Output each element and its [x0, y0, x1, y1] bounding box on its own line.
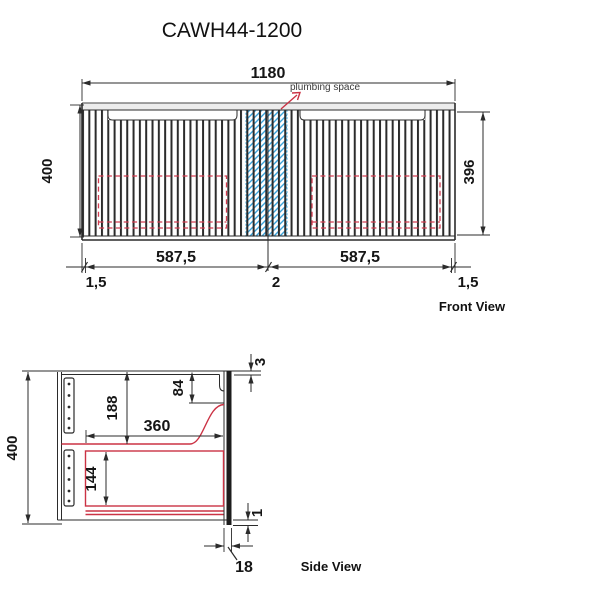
drawer-slide-rail-upper	[63, 377, 75, 434]
page-title: CAWH44-1200	[162, 19, 302, 42]
front-view-label: Front View	[439, 299, 506, 314]
dimension-3: 3	[234, 354, 269, 392]
dim-188-label: 188	[104, 395, 121, 420]
dimension-144: 144	[83, 452, 109, 505]
front-view-drawing: plumbing space 1180 400 396	[39, 65, 506, 314]
flutes-left-edge	[82, 110, 108, 236]
upper-drawer-profile-red	[61, 403, 225, 445]
side-view-drawing: 400 188 84 360 144 3	[4, 354, 362, 576]
dim-5875-left-label: 587,5	[156, 249, 196, 266]
plumbing-space-label: plumbing space	[290, 82, 360, 93]
dim-15-right-label: 1,5	[458, 274, 479, 291]
dim-360-label: 360	[144, 418, 171, 435]
dimension-bottom-row: 587,5 587,5 1,5 2 1,5	[66, 243, 478, 291]
dimension-height-400-front: 400	[39, 104, 84, 238]
handle-recess-left	[107, 110, 238, 121]
dimension-height-400-side: 400	[4, 372, 31, 523]
dim-396-label: 396	[461, 159, 478, 184]
dim-400-side-label: 400	[4, 435, 21, 460]
handle-recess-right	[299, 110, 426, 121]
tick-right	[449, 261, 458, 273]
dim-3-label: 3	[252, 358, 269, 366]
dim-84-label: 84	[170, 379, 187, 396]
flutes-right-edge	[425, 110, 455, 236]
dim-2-center-label: 2	[272, 274, 280, 291]
dim-144-label: 144	[83, 466, 100, 492]
dim-1180-label: 1180	[251, 65, 286, 82]
handle-groove-profile	[219, 374, 225, 392]
tick-left	[80, 261, 89, 273]
dim-5875-right-label: 587,5	[340, 249, 380, 266]
top-rail	[82, 103, 455, 110]
plumbing-arrow-head	[291, 91, 301, 101]
drawer-dashed-outline-right	[311, 175, 441, 229]
dimension-height-396: 396	[457, 111, 490, 236]
dimension-84: 84	[170, 372, 224, 404]
dimension-width-1180: 1180	[81, 65, 456, 101]
dim-18-label: 18	[235, 559, 253, 576]
side-view-label: Side View	[301, 559, 362, 574]
plumbing-arrow-line	[280, 94, 298, 110]
dimension-360: 360	[85, 418, 223, 443]
flutes-right-door	[300, 120, 425, 236]
drawer-dashed-outline-left	[97, 175, 228, 229]
dimension-188: 188	[104, 372, 130, 444]
lower-drawer-box-red	[84, 450, 225, 516]
front-panel-section	[226, 371, 232, 525]
dimension-1: 1	[233, 503, 266, 542]
drawer-slide-rail-lower	[63, 449, 75, 507]
tick-center	[264, 261, 273, 273]
dim-400-front-label: 400	[39, 158, 56, 183]
dim-1-label: 1	[249, 509, 266, 517]
plumbing-annotation: plumbing space	[280, 82, 360, 110]
flutes-left-door	[108, 120, 237, 236]
dimension-18: 18	[204, 543, 253, 576]
dim-15-left-label: 1,5	[86, 274, 107, 291]
